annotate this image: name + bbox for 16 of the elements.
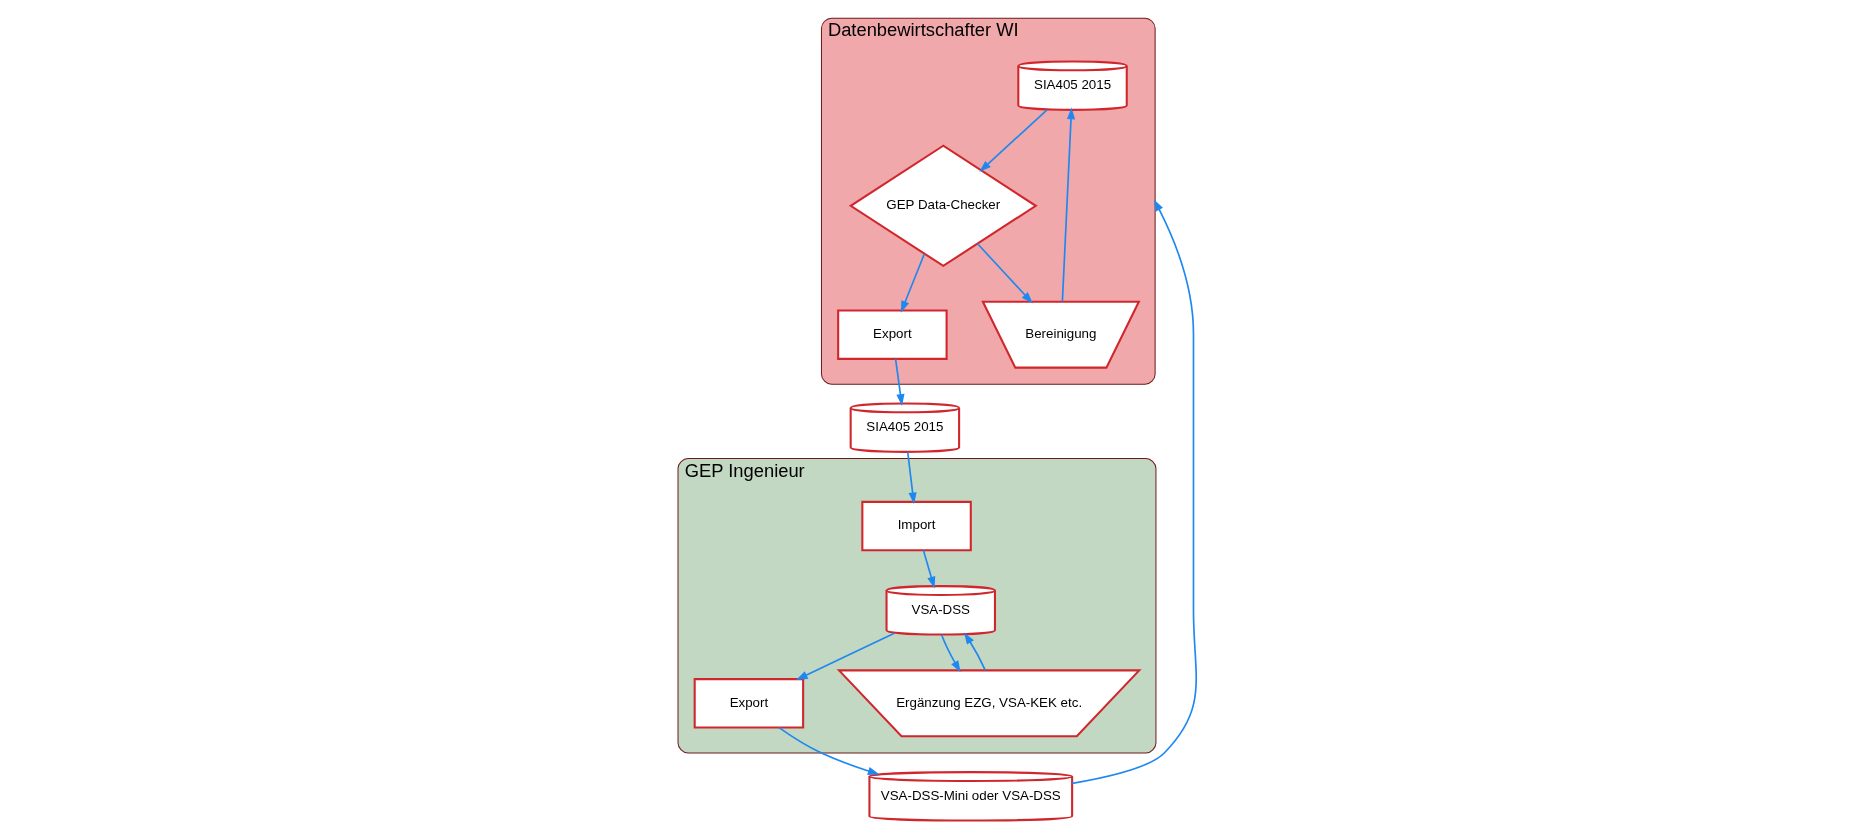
arrow bbox=[778, 726, 880, 775]
node-box: Import bbox=[861, 500, 972, 552]
arrow bbox=[894, 358, 905, 406]
arrow bbox=[900, 253, 926, 313]
arrow bbox=[976, 242, 1033, 304]
arrow bbox=[906, 451, 917, 505]
arrow bbox=[1061, 107, 1076, 303]
node-box: Export bbox=[837, 309, 948, 360]
arrow bbox=[796, 632, 896, 681]
arrow bbox=[979, 109, 1048, 172]
arrow bbox=[940, 633, 961, 673]
arrow bbox=[922, 549, 936, 589]
arrow bbox=[964, 632, 987, 671]
arrow bbox=[1071, 199, 1198, 785]
node-box: Export bbox=[693, 678, 805, 729]
node-diamond: GEP Data-Checker bbox=[848, 144, 1038, 268]
